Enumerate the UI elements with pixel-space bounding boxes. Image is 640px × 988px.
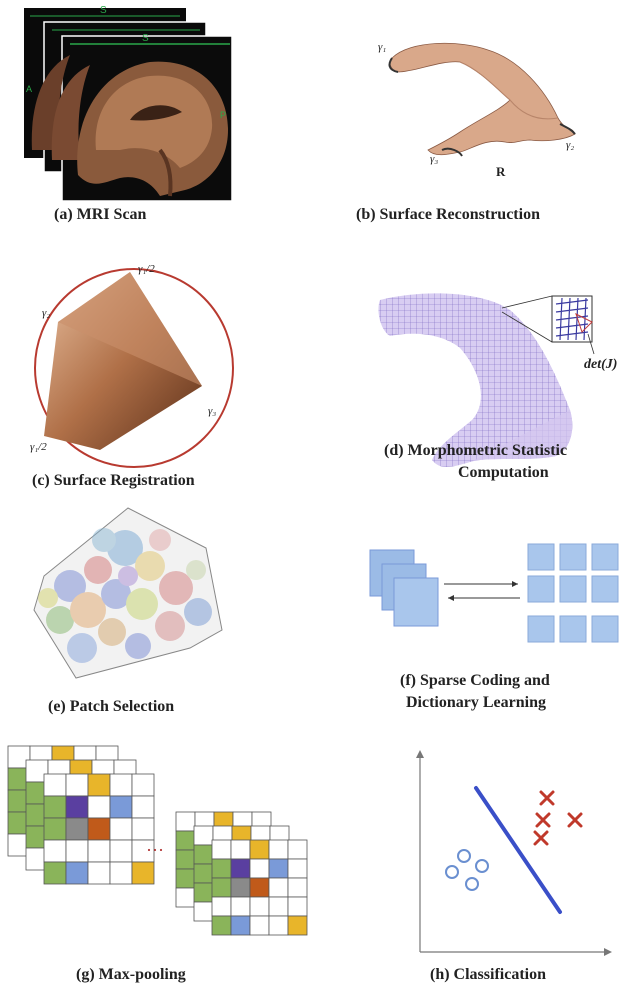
mri-marker-top-front: S: [142, 33, 149, 44]
caption-morphometric-line1: (d) Morphometric Statistic: [384, 442, 568, 459]
mri-scan-stack: S S A P: [24, 5, 233, 202]
mri-marker-left: A: [26, 84, 32, 94]
mri-marker-right: P: [220, 110, 226, 120]
caption-sparse-coding-line2: Dictionary Learning: [406, 694, 546, 711]
hippocampus-surface: γ₁ γ₂ γ₃ R: [378, 41, 576, 179]
label-det-j: det(J): [584, 357, 617, 372]
label-region: R: [496, 164, 506, 179]
pooling-ellipsis: ···: [146, 840, 164, 860]
caption-morphometric-line2: Computation: [458, 464, 549, 481]
panel-patch-selection: (e) Patch Selection: [0, 500, 320, 730]
panel-surface-reconstruction: γ₁ γ₂ γ₃ R (b) Surface Reconstruction: [320, 0, 640, 240]
caption-patch-selection: (e) Patch Selection: [48, 698, 175, 715]
panel-sparse-coding: (f) Sparse Coding and Dictionary Learnin…: [320, 500, 640, 730]
label-gamma1-half-top: γ₁/2: [138, 263, 155, 275]
label-gamma3-reg: γ₃: [208, 405, 216, 417]
panel-morphometric: det(J) (d) Morphometric Statistic Comput…: [320, 250, 640, 500]
label-gamma2: γ₂: [566, 139, 574, 151]
panel-surface-registration: γ₁/2 γ₂ γ₃ γ₁/2 (c) Surface Registration: [0, 250, 320, 500]
sparse-coding-diagram: [369, 543, 619, 643]
caption-classification: (h) Classification: [430, 966, 546, 983]
label-gamma1-half-bottom: γ₁/2: [30, 441, 47, 453]
caption-max-pooling: (g) Max-pooling: [76, 966, 186, 983]
panel-mri-scan: S S A P (a) MRI Scan: [0, 0, 320, 240]
surface-registration-disk: γ₁/2 γ₂ γ₃ γ₁/2: [30, 263, 234, 468]
panel-classification: (h) Classification: [320, 740, 640, 988]
caption-mri-scan: (a) MRI Scan: [54, 206, 147, 223]
caption-surface-reconstruction: (b) Surface Reconstruction: [356, 206, 540, 223]
classification-plot: [416, 750, 612, 956]
max-pooling-grids: [7, 745, 308, 936]
label-gamma2-reg: γ₂: [42, 307, 50, 319]
mri-marker-top: S: [100, 5, 107, 16]
label-gamma3: γ₃: [430, 153, 438, 165]
caption-sparse-coding-line1: (f) Sparse Coding and: [400, 672, 550, 689]
label-gamma1: γ₁: [378, 41, 386, 53]
morphometric-mesh: det(J): [378, 293, 617, 467]
patch-selection-surface: [33, 507, 223, 679]
panel-max-pooling: ··· (g) Max-pooling: [0, 740, 320, 988]
caption-surface-registration: (c) Surface Registration: [32, 472, 195, 489]
